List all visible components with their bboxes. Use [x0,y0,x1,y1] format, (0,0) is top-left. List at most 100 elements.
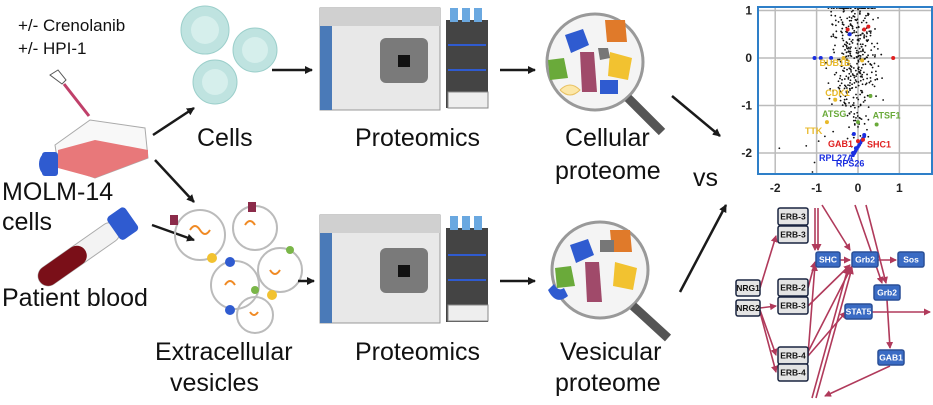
treatment-crenolanib: +/- Crenolanib [18,16,125,35]
data-point [853,82,856,84]
data-point [855,96,858,99]
sample-cells: Cells [197,124,253,152]
data-point [847,63,849,65]
network-edge [807,264,819,356]
data-point [817,140,820,143]
data-point [861,73,864,76]
data-point [840,82,843,85]
highlight-point [818,56,823,60]
network-node-grb2a [851,251,879,268]
data-point [839,99,842,102]
network-node-label: ERB-2 [780,283,806,293]
data-point [832,89,834,92]
gene-point [824,120,829,125]
gene-point [851,151,856,155]
network-edge [811,267,850,399]
data-point [848,84,851,87]
data-point [849,65,852,67]
data-point [837,58,839,61]
data-point [850,110,853,113]
data-point [851,32,854,34]
data-point [871,54,874,56]
data-point [855,26,858,29]
data-point [860,89,862,92]
data-point [853,106,856,109]
data-point [856,111,859,114]
data-point [855,75,858,78]
data-point [849,81,851,84]
data-point [867,39,870,41]
data-point [849,52,852,55]
data-point [863,51,866,54]
network-node-gab1 [877,349,905,366]
data-point [843,67,846,70]
network-node-label: ERB-4 [780,368,806,378]
data-point [839,74,842,77]
data-point [877,17,879,19]
data-point [856,21,859,24]
data-point [856,39,859,41]
data-point [858,116,861,119]
data-point [872,18,874,21]
data-point [855,55,858,58]
data-point [848,38,851,41]
data-point [859,55,862,57]
x-tick-label: 0 [855,181,862,195]
source-patient-blood: Patient blood [2,284,148,312]
data-point [859,43,862,46]
network-node-shc [815,251,841,268]
data-point [867,135,870,138]
data-point [860,118,863,121]
data-point [840,18,843,21]
data-point [861,83,864,86]
data-point [831,103,833,106]
data-point [855,31,858,33]
gene-point [856,139,860,144]
data-point [852,116,855,118]
network-node-label: Sos [903,255,919,265]
data-point [853,29,856,32]
data-point [844,95,847,98]
data-point [856,62,858,65]
sample-ev-line1: Extracellular [155,338,293,366]
data-point [845,75,848,78]
data-point [859,10,861,13]
data-point [865,115,867,117]
data-point [867,118,870,121]
data-point [835,30,838,33]
highlight-point [829,56,834,60]
vesicular-proteome-magnifier-icon [548,220,672,342]
data-point [843,101,846,104]
method-proteomics-top: Proteomics [355,124,480,152]
highlight-point [847,32,852,37]
data-point [853,76,856,79]
plot-area [758,7,932,174]
data-point [864,44,867,47]
mass-spectrometer-icon-bottom [319,214,489,324]
cells-icon [180,5,278,105]
output-cellular: Cellular [565,124,650,152]
data-point [858,13,861,15]
data-point [843,78,846,80]
data-point [846,68,848,71]
data-point [850,70,852,73]
treatment-hpi1: +/- HPI-1 [18,39,87,58]
data-point [863,122,866,125]
data-point [862,63,864,66]
data-point [866,32,868,35]
data-point [830,14,833,17]
data-point [837,21,840,23]
data-point [861,43,864,46]
data-point [839,16,842,19]
data-point [830,10,833,13]
data-point [848,16,851,18]
data-point [830,60,833,63]
data-point [863,34,866,37]
data-point [871,83,874,86]
data-point [841,21,844,24]
data-point [845,44,848,47]
network-edge [807,311,847,357]
data-point [856,18,859,21]
gene-label: ATSG [822,109,846,119]
data-point [853,15,856,18]
